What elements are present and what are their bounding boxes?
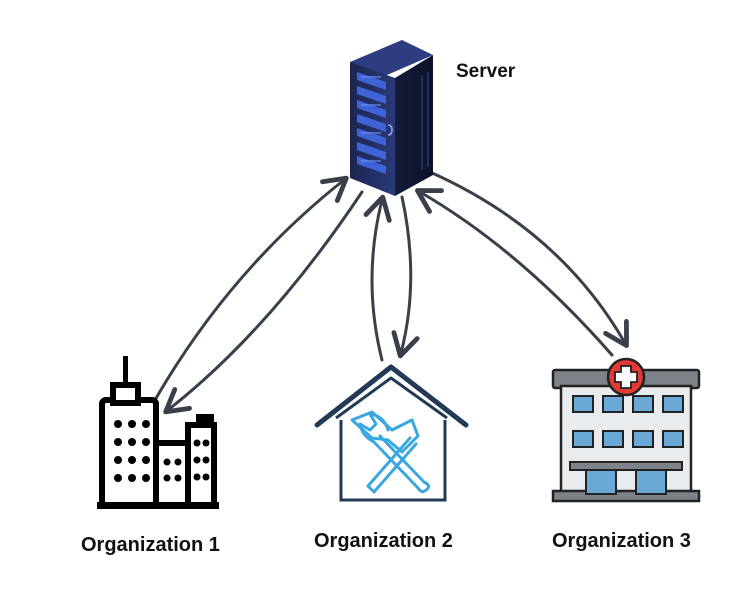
organization-3-label: Organization 3 <box>552 530 691 552</box>
server-label: Server <box>456 61 516 82</box>
arrow-org1-to-server <box>153 175 349 402</box>
server-rack-icon <box>350 40 433 196</box>
arrow-org2-to-server <box>363 194 392 362</box>
connection-arrows <box>153 170 629 415</box>
arrow-server-to-org2 <box>391 195 420 359</box>
arrow-server-to-org3 <box>428 170 629 348</box>
arrow-org3-to-server <box>415 188 614 357</box>
organization-2-label: Organization 2 <box>314 530 453 552</box>
organization-1-label: Organization 1 <box>81 534 220 556</box>
hospital-icon <box>551 357 701 503</box>
city-buildings-icon <box>97 356 219 509</box>
house-tools-icon <box>314 364 469 502</box>
arrow-server-to-org1 <box>163 190 364 415</box>
